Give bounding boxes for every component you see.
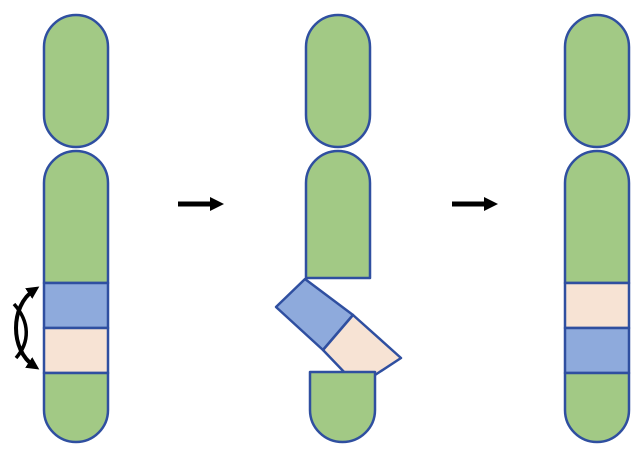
chromosome-original [12,13,110,444]
segment-peach [563,281,631,330]
bottom-end [308,370,377,444]
segment-blue [563,326,631,375]
bottom-end [563,371,631,444]
top-arm [42,13,110,149]
segment-blue [42,281,110,330]
segment-peach [42,326,110,375]
upper-body [563,149,631,285]
chromosome-breaking [274,13,403,444]
right-arrow-icon [452,197,498,211]
upper-body [42,149,110,285]
bottom-end [42,371,110,444]
chromosome-inverted [563,13,631,444]
upper-body [304,149,372,280]
curved-double-arrow-icon [12,286,40,370]
top-arm [304,13,372,149]
rotated-segment-peach [321,313,403,377]
right-arrow-icon [178,197,224,211]
top-arm [563,13,631,149]
